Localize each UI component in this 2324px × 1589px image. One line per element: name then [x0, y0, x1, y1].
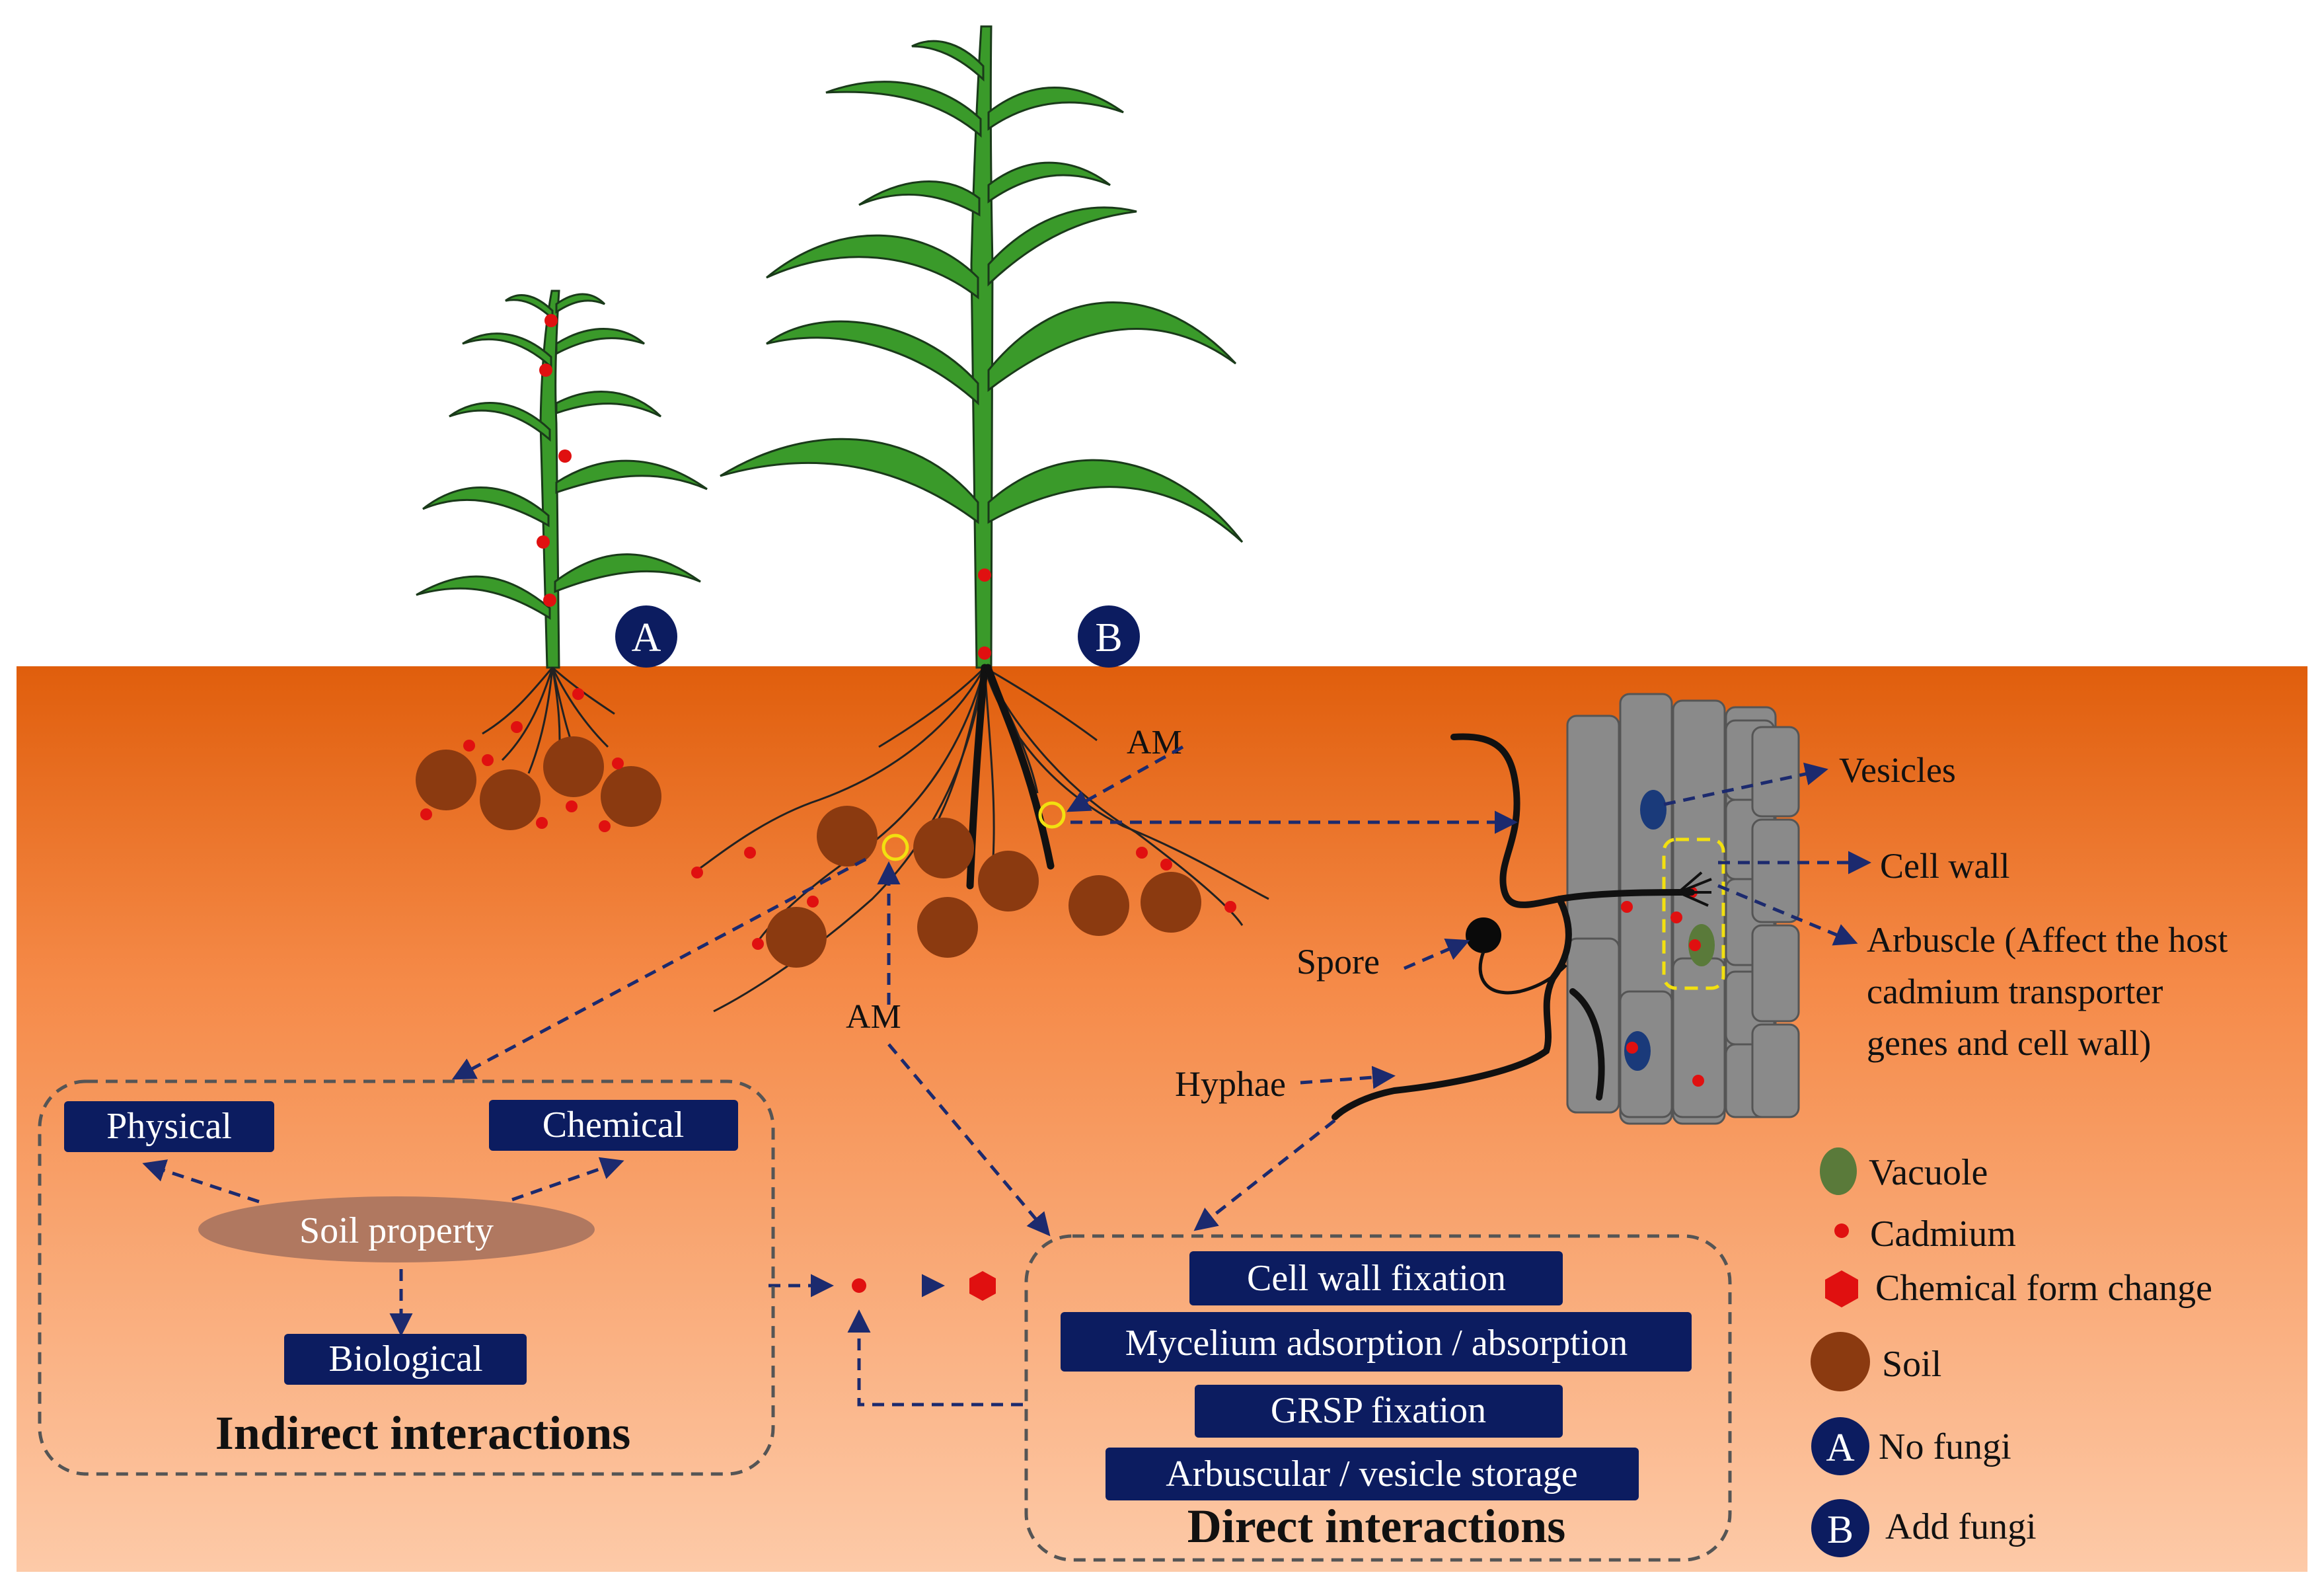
direct-item-3-box	[1106, 1448, 1639, 1500]
dashed-arrows	[142, 745, 1871, 1407]
legend-add-fungi-label: Add fungi	[1885, 1506, 2037, 1547]
direct-interactions-title: Direct interactions	[1187, 1500, 1565, 1553]
legend-b-badge-label: B	[1827, 1508, 1854, 1551]
arbuscle-label-3: genes and cell wall)	[1867, 1023, 2151, 1063]
am-label-bottom: AM	[846, 998, 901, 1036]
spore	[1466, 917, 1567, 995]
direct-interactions-box	[1024, 1234, 1732, 1562]
cadmium-dot-middle	[852, 1278, 866, 1293]
direct-item-0-label: Cell wall fixation	[1247, 1258, 1506, 1299]
arbuscle	[1677, 871, 1712, 907]
hyphae-label: Hyphae	[1175, 1064, 1286, 1104]
chemical-label: Chemical	[543, 1105, 685, 1145]
direct-item-3-label: Arbuscular / vesicle storage	[1166, 1453, 1578, 1494]
plant-b-cadmium	[978, 568, 991, 660]
soil-property-ellipse	[198, 1196, 595, 1262]
direct-item-2-box	[1195, 1385, 1563, 1438]
legend-a-badge-label: A	[1826, 1426, 1854, 1469]
legend-b-badge	[1811, 1499, 1869, 1557]
soil-background	[17, 666, 2307, 1572]
physical-box	[64, 1101, 274, 1152]
indirect-interactions-title: Indirect interactions	[215, 1407, 631, 1459]
legend-vacuole-swatch	[1820, 1147, 1857, 1195]
legend-chemical-form-swatch	[1825, 1270, 1858, 1307]
plant-a-cadmium	[537, 314, 572, 607]
legend-chemical-form-label: Chemical form change	[1875, 1268, 2212, 1309]
plant-a-soil-cadmium	[420, 688, 624, 832]
legend-cadmium-swatch	[1834, 1223, 1849, 1238]
fungal-hyphae	[1331, 733, 1695, 1120]
chemical-form-change-hexagon	[969, 1271, 996, 1301]
legend-a-badge	[1811, 1417, 1869, 1475]
legend-cadmium-label: Cadmium	[1870, 1214, 2016, 1255]
spore-label: Spore	[1296, 942, 1380, 982]
direct-item-1-label: Mycelium adsorption / absorption	[1125, 1323, 1628, 1364]
plant-b-badge-label: B	[1095, 615, 1122, 660]
plant-a-badge	[615, 605, 677, 668]
plant-b-roots	[693, 666, 1269, 1013]
cell-wall-label: Cell wall	[1880, 846, 2009, 886]
biological-label: Biological	[328, 1338, 482, 1379]
legend-no-fungi-label: No fungi	[1879, 1426, 2011, 1467]
legend-vacuole-label: Vacuole	[1869, 1152, 1988, 1193]
cell-cadmium	[1621, 886, 1704, 1087]
plant-b-soil-balls	[766, 806, 1201, 968]
soil-property-label: Soil property	[299, 1210, 494, 1251]
arbuscle-label-2: cadmium transporter	[1867, 972, 2163, 1011]
direct-item-1-box	[1061, 1312, 1692, 1372]
plant-a-badge-label: A	[632, 615, 661, 660]
chemical-box	[489, 1100, 738, 1151]
vesicles-label: Vesicles	[1839, 750, 1956, 790]
plant-b-badge	[1078, 605, 1140, 668]
cell-contents	[1624, 790, 1725, 1071]
physical-label: Physical	[106, 1106, 232, 1147]
plant-b-soil-cadmium	[691, 847, 1236, 950]
am-label-top: AM	[1127, 724, 1182, 761]
biological-box	[284, 1334, 527, 1385]
direct-item-0-box	[1189, 1251, 1563, 1305]
root-cells	[1566, 693, 1800, 1125]
plant-a	[416, 290, 708, 669]
legend-soil-label: Soil	[1882, 1344, 1941, 1385]
plant-a-soil-balls	[416, 736, 661, 830]
indirect-interactions-box	[38, 1079, 775, 1476]
arbuscle-label-1: Arbuscle (Affect the host	[1867, 920, 2228, 960]
am-colonization-sites	[881, 801, 1066, 861]
plant-b	[720, 25, 1244, 669]
direct-item-2-label: GRSP fixation	[1271, 1390, 1486, 1431]
legend: Vacuole Cadmium Chemical form change Soi…	[1811, 1147, 2212, 1557]
legend-soil-swatch	[1811, 1332, 1870, 1391]
